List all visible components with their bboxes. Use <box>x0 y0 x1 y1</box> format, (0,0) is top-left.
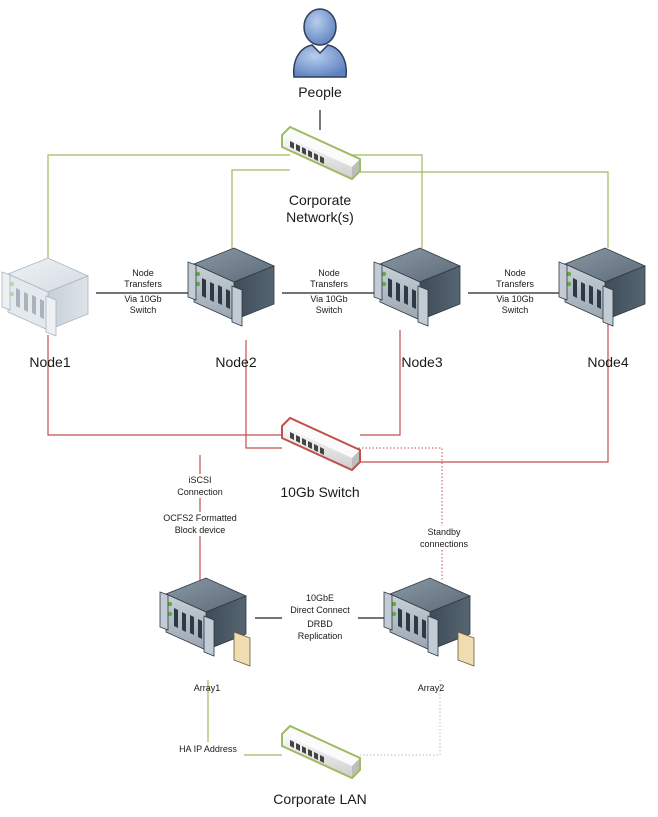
standby-connections-label: Standby connections <box>410 526 478 550</box>
corp-to-node4-link <box>355 171 609 248</box>
svg-text:Transfers: Transfers <box>124 279 162 289</box>
svg-text:Switch: Switch <box>130 305 157 315</box>
svg-text:Via 10Gb: Via 10Gb <box>496 294 533 304</box>
node2-label: Node2 <box>215 354 256 370</box>
corporate-network-label-line1: Corporate <box>289 192 351 208</box>
svg-text:DRBD: DRBD <box>307 619 333 629</box>
ha-ip-address-label: HA IP Address <box>172 742 244 756</box>
svg-text:Transfers: Transfers <box>310 279 348 289</box>
svg-text:Switch: Switch <box>502 305 529 315</box>
corp-to-node2-link <box>231 169 290 255</box>
node1-server-icon <box>1 257 89 337</box>
node4-to-switch-link <box>360 320 609 463</box>
svg-text:Via 10Gb: Via 10Gb <box>124 294 161 304</box>
people-label: People <box>298 84 342 100</box>
svg-text:HA IP Address: HA IP Address <box>179 744 237 754</box>
array1-label: Array1 <box>194 683 221 693</box>
direct-connect-label: 10GbE Direct Connect DRBD Replication <box>282 592 358 642</box>
node4-label: Node4 <box>587 354 628 370</box>
node2-to-switch-link <box>245 340 282 449</box>
svg-text:Replication: Replication <box>298 631 343 641</box>
corp-to-node3-link <box>350 154 423 248</box>
switch-10gb-icon <box>281 416 361 472</box>
corp-to-node1-link <box>47 154 290 262</box>
svg-text:Via 10Gb: Via 10Gb <box>310 294 347 304</box>
svg-text:Connection: Connection <box>177 487 223 497</box>
transfer-label-node3-node4: Node Transfers Via 10Gb Switch <box>496 268 534 315</box>
svg-text:iSCSI: iSCSI <box>188 475 211 485</box>
iscsi-connection-label: iSCSI Connection <box>168 474 232 498</box>
corporate-lan-label: Corporate LAN <box>273 791 366 807</box>
switch-10gb-links <box>47 320 609 600</box>
array2-storage-array-icon <box>384 578 474 666</box>
svg-text:Block device: Block device <box>175 525 226 535</box>
node1-to-switch-link <box>47 335 282 436</box>
node3-label: Node3 <box>401 354 442 370</box>
ocfs2-label: OCFS2 Formatted Block device <box>158 512 242 536</box>
svg-text:Switch: Switch <box>316 305 343 315</box>
array1-storage-array-icon <box>160 578 250 666</box>
svg-text:Standby: Standby <box>427 527 461 537</box>
node4-server-icon <box>558 247 646 327</box>
svg-text:10GbE: 10GbE <box>306 593 334 603</box>
svg-text:Node: Node <box>132 268 154 278</box>
corporate-network-label-line2: Network(s) <box>286 209 354 225</box>
array2-label: Array2 <box>418 683 445 693</box>
corporate-lan-switch-icon <box>281 724 361 780</box>
node3-to-switch-link <box>360 330 401 436</box>
standby-links <box>348 447 443 580</box>
array2-to-lan-standby-link <box>360 680 441 756</box>
person-icon <box>293 8 347 78</box>
svg-text:OCFS2 Formatted: OCFS2 Formatted <box>163 513 237 523</box>
node2-server-icon <box>187 247 275 327</box>
node3-server-icon <box>373 247 461 327</box>
svg-text:Node: Node <box>318 268 340 278</box>
transfer-label-node1-node2: Node Transfers Via 10Gb Switch <box>124 268 162 315</box>
svg-text:Node: Node <box>504 268 526 278</box>
svg-text:connections: connections <box>420 539 469 549</box>
node1-label: Node1 <box>29 354 70 370</box>
transfer-label-node2-node3: Node Transfers Via 10Gb Switch <box>310 268 348 315</box>
svg-text:Transfers: Transfers <box>496 279 534 289</box>
switch-10gb-label: 10Gb Switch <box>280 484 359 500</box>
corporate-network-links <box>47 110 609 262</box>
svg-text:Direct Connect: Direct Connect <box>290 605 350 615</box>
network-switch-icon <box>281 125 361 181</box>
